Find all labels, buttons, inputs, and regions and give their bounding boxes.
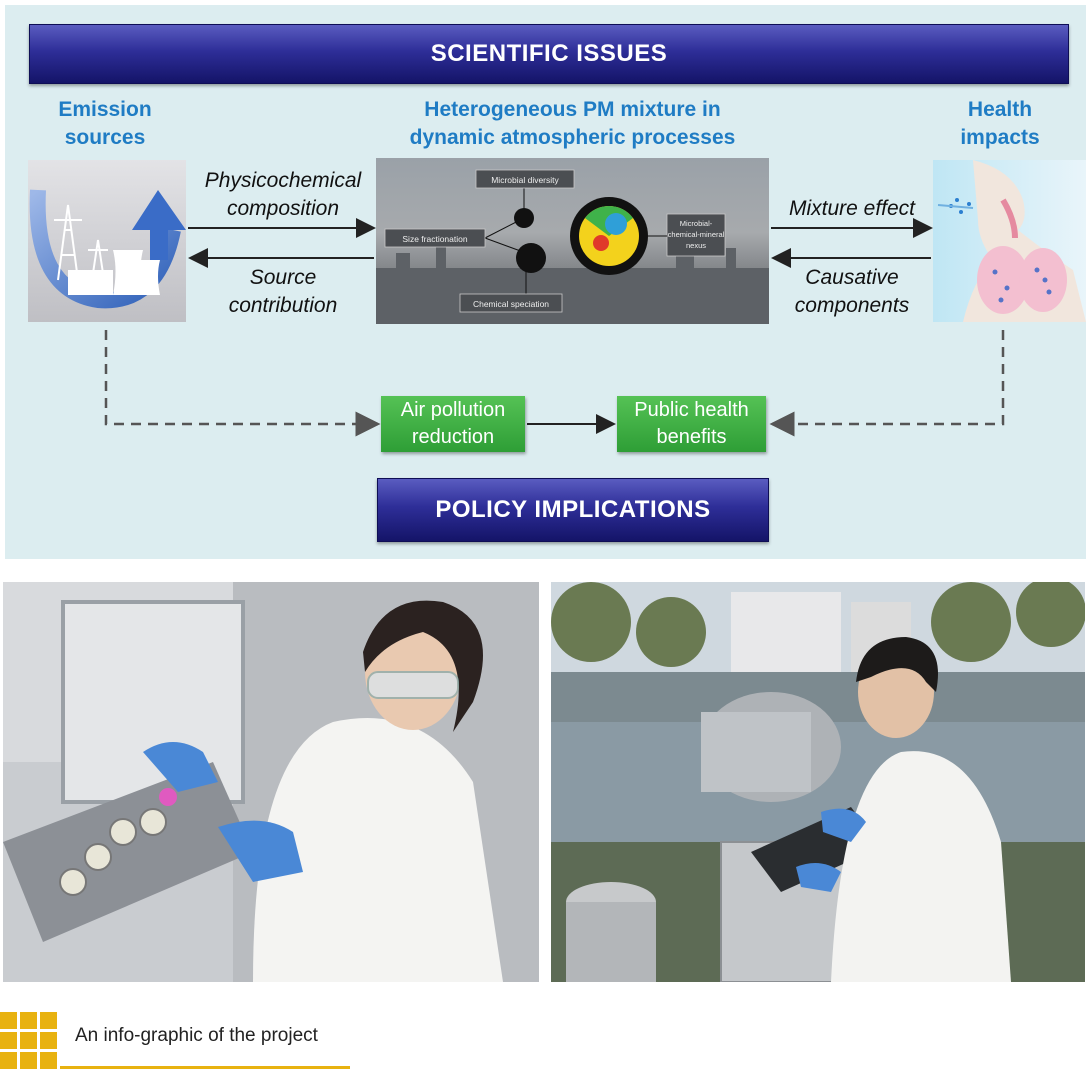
size-fractionation-label: Size fractionation — [402, 234, 467, 244]
label-line: Causative — [805, 266, 899, 289]
pm-mixture-heading: Heterogeneous PM mixture in dynamic atmo… — [370, 96, 775, 152]
health-impacts-image — [933, 160, 1086, 322]
heading-line: Heterogeneous PM mixture in — [424, 98, 721, 121]
dashed-arrow-left — [104, 330, 381, 437]
label-line: Source — [249, 266, 317, 289]
heading-line: dynamic atmospheric processes — [409, 126, 736, 149]
source-contribution-label: Source contribution — [192, 264, 374, 320]
microbial-diversity-label: Microbial diversity — [491, 175, 559, 185]
arrows-layer — [104, 218, 1005, 437]
lab-researcher-photo — [3, 582, 539, 982]
emission-sources-image — [28, 160, 186, 322]
health-impacts-heading: Health impacts — [925, 96, 1075, 152]
nexus-label-line3: nexus — [686, 241, 706, 250]
emission-sources-heading: Emission sources — [25, 96, 185, 152]
label-line: composition — [226, 197, 340, 220]
heading-line: Health — [967, 98, 1033, 121]
public-health-benefits-box: Public health benefits — [617, 396, 766, 452]
box-line: Public health — [634, 399, 749, 421]
rooftop-sampler-photo — [551, 582, 1085, 982]
box-line: benefits — [656, 426, 727, 448]
heading-line: impacts — [960, 126, 1040, 149]
dashed-arrow-right — [769, 330, 1005, 437]
policy-implications-banner: POLICY IMPLICATIONS — [377, 478, 769, 542]
nexus-label-line1: Microbial- — [680, 219, 713, 228]
causative-components-label: Causative components — [771, 264, 933, 320]
heading-line: Emission — [58, 98, 152, 121]
pm-mixture-image: Microbial diversity Size fractionation C… — [376, 158, 769, 324]
nexus-label-line2: chemical-mineral — [668, 230, 725, 239]
caption-underline — [60, 1066, 350, 1069]
physicochemical-composition-label: Physicochemical composition — [192, 167, 374, 223]
box-line: Air pollution — [400, 399, 506, 421]
air-pollution-reduction-box: Air pollution reduction — [381, 396, 525, 452]
mixture-effect-label: Mixture effect — [788, 197, 916, 220]
label-line: components — [794, 294, 910, 317]
box-line: reduction — [411, 426, 495, 448]
caption-text: An info-graphic of the project — [75, 1025, 318, 1046]
chemical-speciation-label: Chemical speciation — [473, 299, 549, 309]
heading-line: sources — [64, 126, 146, 149]
grid-icon — [0, 1012, 57, 1069]
label-line: contribution — [228, 294, 338, 317]
label-line: Physicochemical — [204, 169, 362, 192]
scientific-issues-banner: SCIENTIFIC ISSUES — [29, 24, 1069, 84]
